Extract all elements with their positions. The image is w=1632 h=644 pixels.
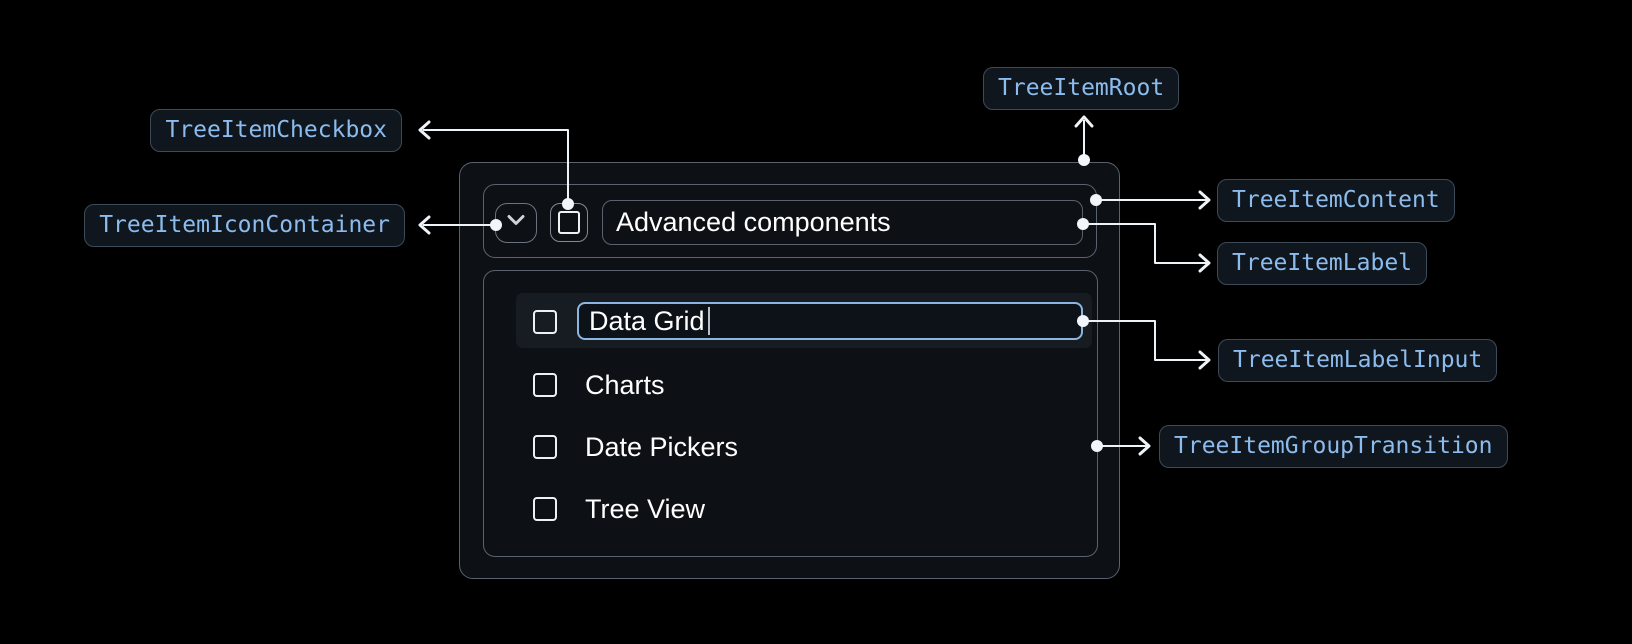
checkbox-icon[interactable]: [533, 497, 557, 521]
tree-item-label[interactable]: Tree View: [585, 494, 706, 524]
checkbox-icon[interactable]: [533, 435, 557, 459]
tree-item-label[interactable]: Advanced components: [602, 200, 1083, 245]
text-caret: [707, 307, 710, 335]
tree-item-label[interactable]: Charts: [585, 370, 665, 400]
badge-tree-item-group-transition: TreeItemGroupTransition: [1159, 425, 1508, 468]
checkbox-icon: [558, 211, 580, 234]
checkbox-icon[interactable]: [533, 310, 557, 334]
tree-item-checkbox[interactable]: [550, 203, 588, 242]
tree-item-label[interactable]: Date Pickers: [585, 432, 739, 462]
badge-tree-item-label-input: TreeItemLabelInput: [1218, 339, 1498, 382]
badge-tree-item-icon-container: TreeItemIconContainer: [84, 204, 405, 247]
tree-item-label-input[interactable]: Data Grid: [577, 302, 1083, 340]
chevron-down-icon: [505, 214, 527, 232]
tree-item-content[interactable]: [483, 184, 1097, 258]
tree-item-group-transition: [483, 270, 1098, 557]
label-input-value: Data Grid: [589, 305, 705, 336]
badge-tree-item-label: TreeItemLabel: [1217, 242, 1428, 285]
tree-item-root: [459, 162, 1120, 579]
parent-label-text: Advanced components: [616, 207, 891, 237]
badge-tree-item-root: TreeItemRoot: [983, 67, 1180, 110]
checkbox-icon[interactable]: [533, 373, 557, 397]
tree-item-icon-container[interactable]: [495, 203, 537, 243]
connector-tree-item-root: [1074, 115, 1094, 166]
badge-tree-item-content: TreeItemContent: [1217, 179, 1455, 222]
badge-tree-item-checkbox: TreeItemCheckbox: [150, 109, 402, 152]
